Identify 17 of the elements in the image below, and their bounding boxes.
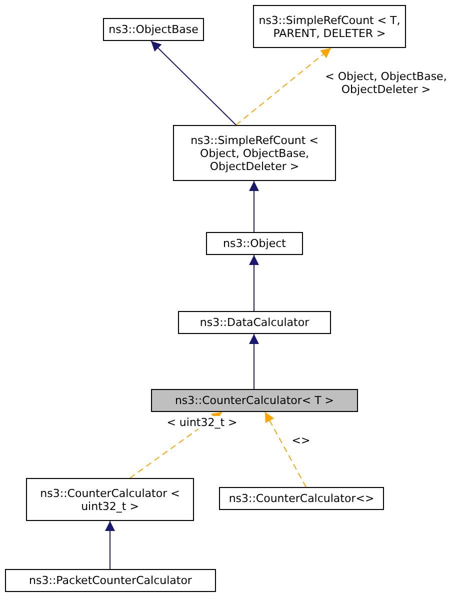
- arrow: [236, 48, 332, 126]
- class-box: ns3::SimpleRefCount < T, PARENT, DELETER >: [253, 5, 406, 48]
- arrow: [264, 412, 306, 488]
- class-box: ns3::PacketCounterCalculator: [5, 569, 216, 592]
- arrow: [150, 40, 236, 126]
- arrow: [249, 254, 259, 312]
- class-box: ns3::SimpleRefCount < Object, ObjectBase, ObjectDeleter >: [173, 125, 336, 181]
- arrow: [105, 520, 115, 570]
- class-box: ns3::DataCalculator: [178, 311, 331, 334]
- arrow: [130, 412, 222, 478]
- class-box: ns3::CounterCalculator< T >: [151, 389, 358, 412]
- class-box: ns3::CounterCalculator<>: [219, 487, 384, 510]
- class-box: ns3::Object: [206, 232, 303, 255]
- arrow: [249, 334, 259, 390]
- class-box: ns3::CounterCalculator < uint32_t >: [26, 478, 194, 521]
- arrow: [249, 180, 259, 232]
- class-box: ns3::ObjectBase: [103, 18, 204, 41]
